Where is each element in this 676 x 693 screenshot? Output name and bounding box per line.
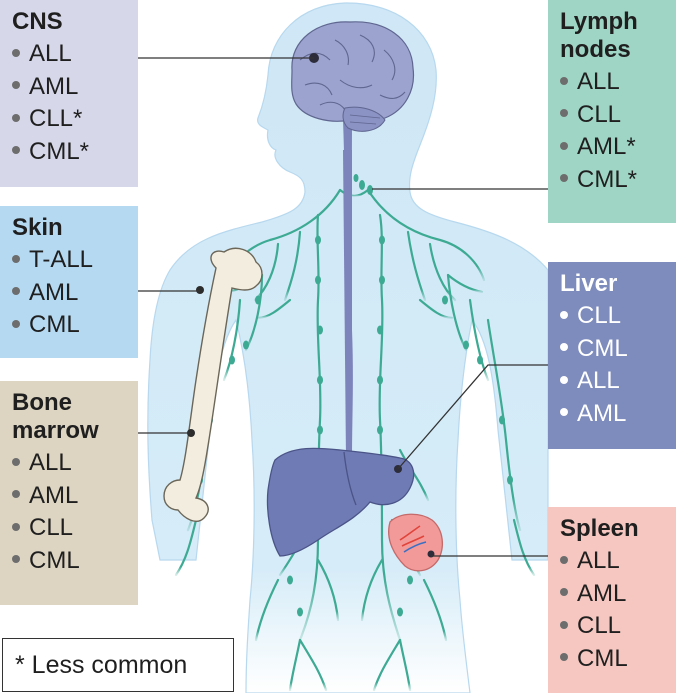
list-item: AML	[560, 578, 666, 611]
bone-marrow-box: Bone marrow ALL AML CLL CML	[0, 381, 138, 605]
list-item: CML	[12, 309, 128, 342]
list-item: CML*	[560, 164, 666, 197]
liver-list: CLL CML ALL AML	[560, 300, 666, 430]
liver-box: Liver CLL CML ALL AML	[548, 262, 676, 449]
bone-marrow-title-line1: Bone	[12, 389, 72, 416]
lymph-nodes-title-line2: nodes	[560, 36, 631, 63]
list-item: T-ALL	[12, 244, 128, 277]
list-item: ALL	[560, 365, 666, 398]
bone-marrow-list: ALL AML CLL CML	[12, 447, 128, 577]
list-item: AML	[560, 398, 666, 431]
skin-list: T-ALL AML CML	[12, 244, 128, 342]
leader-lines	[138, 57, 548, 557]
list-item: CLL	[12, 512, 128, 545]
brain	[291, 21, 415, 132]
spleen-title: Spleen	[560, 515, 639, 542]
list-item: CLL	[560, 610, 666, 643]
list-item: ALL	[560, 545, 666, 578]
bone-femur	[163, 247, 263, 522]
lymph-nodes-title-line1: Lymph	[560, 8, 638, 35]
list-item: AML	[12, 480, 128, 513]
cns-list: ALL AML CLL* CML*	[12, 38, 128, 168]
liver	[266, 447, 415, 557]
list-item: ALL	[12, 38, 128, 71]
spleen-box: Spleen ALL AML CLL CML	[548, 507, 676, 693]
list-item: ALL	[560, 66, 666, 99]
list-item: AML*	[560, 131, 666, 164]
list-item: CML	[560, 643, 666, 676]
lymphatic-vessels-right	[338, 188, 536, 692]
cns-box: CNS ALL AML CLL* CML*	[0, 0, 138, 187]
bone-marrow-title: Bone marrow	[12, 389, 128, 445]
liver-title: Liver	[560, 270, 618, 297]
list-item: CLL*	[12, 103, 128, 136]
spleen-list: ALL AML CLL CML	[560, 545, 666, 675]
list-item: CML	[12, 545, 128, 578]
lymph-nodes-list: ALL CLL AML* CML*	[560, 66, 666, 196]
list-item: CLL	[560, 99, 666, 132]
skin-title: Skin	[12, 214, 63, 241]
legend-less-common: * Less common	[2, 638, 234, 692]
list-item: ALL	[12, 447, 128, 480]
list-item: CML*	[12, 136, 128, 169]
lymph-nodes-box: Lymph nodes ALL CLL AML* CML*	[548, 0, 676, 223]
skin-box: Skin T-ALL AML CML	[0, 206, 138, 358]
list-item: CML	[560, 333, 666, 366]
list-item: CLL	[560, 300, 666, 333]
spleen	[388, 513, 443, 572]
lymph-nodes-title: Lymph nodes	[560, 8, 666, 64]
cns-title: CNS	[12, 8, 63, 35]
list-item: AML	[12, 277, 128, 310]
bone-marrow-title-line2: marrow	[12, 417, 99, 444]
list-item: AML	[12, 71, 128, 104]
